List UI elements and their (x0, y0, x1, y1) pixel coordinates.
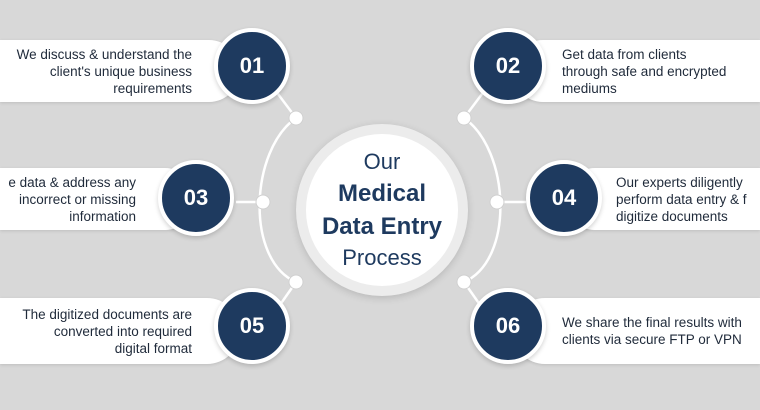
step-text-line: digital format (114, 340, 192, 356)
step-text-06: We share the final results with clients … (562, 314, 742, 348)
step-card-02: Get data from clients through safe and e… (512, 40, 760, 102)
connector-dot-02 (456, 110, 472, 126)
center-hub: Our Medical Data Entry Process (306, 134, 458, 286)
step-text-03: e data & address any incorrect or missin… (8, 174, 136, 225)
step-text-line: converted into required (53, 323, 192, 339)
center-title-process: Process (342, 245, 422, 270)
step-text-line: Get data from clients (562, 46, 687, 62)
step-text-line: perform data entry & f (616, 191, 747, 207)
step-card-01: We discuss & understand the client's uni… (0, 40, 240, 102)
step-text-line: mediums (562, 80, 617, 96)
step-text-line: clients via secure FTP or VPN (562, 332, 742, 347)
step-text-01: We discuss & understand the client's uni… (17, 46, 192, 97)
step-text-line: client's unique business (49, 63, 192, 79)
center-title-medical: Medical (337, 180, 427, 207)
connector-dot-01 (288, 110, 304, 126)
step-text-05: The digitized documents are converted in… (22, 306, 192, 357)
step-badge-03: 03 (158, 160, 234, 236)
step-text-line: requirements (113, 80, 192, 96)
step-badge-01: 01 (214, 28, 290, 104)
step-text-line: The digitized documents are (22, 306, 192, 322)
step-text-line: We share the final results with (562, 315, 742, 330)
step-text-line: through safe and encrypted (562, 63, 727, 79)
step-text-line: information (69, 208, 136, 224)
connector-dot-05 (288, 274, 304, 290)
step-text-line: Our experts diligently (616, 174, 743, 190)
step-text-line: digitize documents (616, 208, 728, 224)
step-badge-06: 06 (470, 288, 546, 364)
connector-dot-03 (255, 194, 271, 210)
step-text-02: Get data from clients through safe and e… (562, 46, 726, 97)
connector-dot-06 (456, 274, 472, 290)
step-text-line: We discuss & understand the (16, 46, 192, 62)
step-card-05: The digitized documents are converted in… (0, 298, 240, 364)
step-text-line: incorrect or missing (18, 191, 136, 207)
connector-dot-04 (489, 194, 505, 210)
center-title-our: Our (363, 149, 401, 174)
step-badge-02: 02 (470, 28, 546, 104)
step-text-04: Our experts diligently perform data entr… (616, 174, 747, 225)
step-badge-04: 04 (526, 160, 602, 236)
step-card-06: We share the final results with clients … (512, 298, 760, 364)
step-badge-05: 05 (214, 288, 290, 364)
center-title-data-entry: Data Entry (321, 213, 443, 240)
step-text-line: e data & address any (8, 174, 136, 190)
